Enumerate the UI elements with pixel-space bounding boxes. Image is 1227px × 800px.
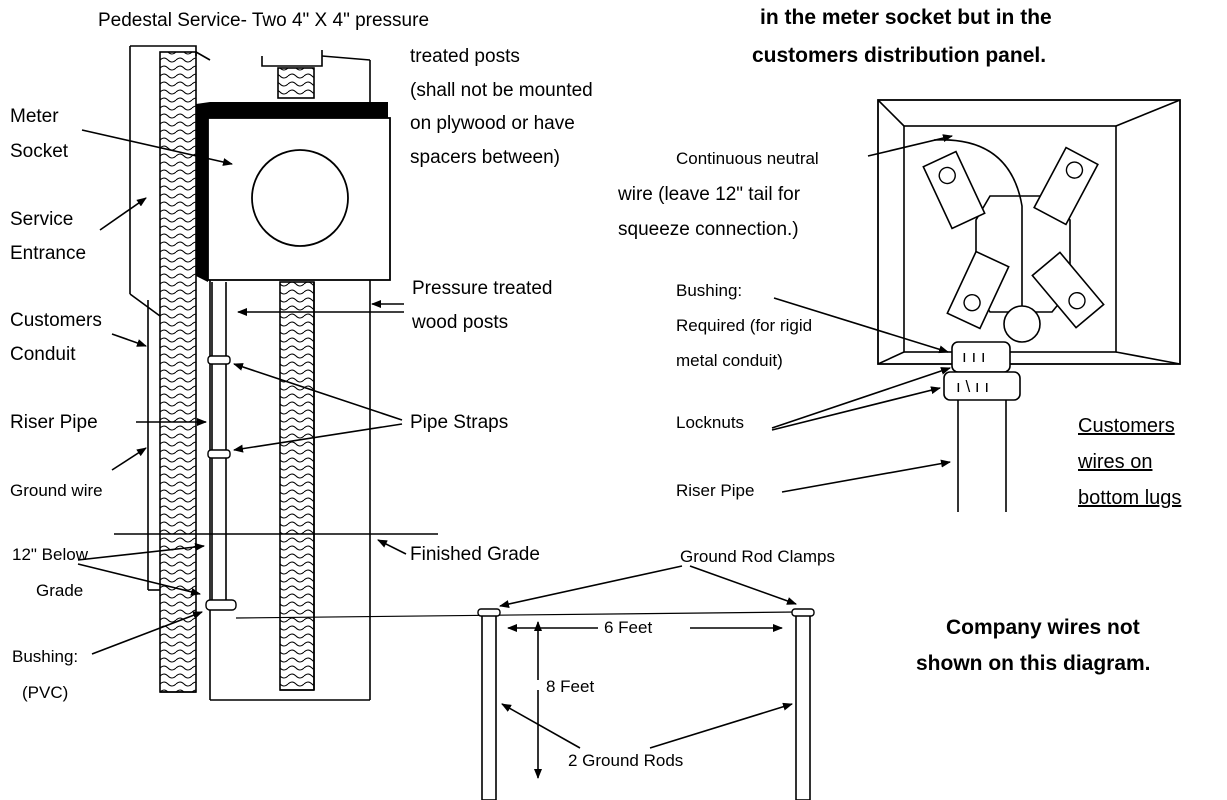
label-entrance: Entrance — [10, 243, 86, 264]
label-riser-pipe: Riser Pipe — [10, 412, 98, 433]
label-conduit: Conduit — [10, 344, 76, 365]
header-note-line1: in the meter socket but in the — [760, 6, 1052, 29]
ground-rod-right — [795, 613, 811, 800]
arrow-continuous-neutral — [867, 134, 953, 157]
label-customers: Customers — [10, 310, 102, 331]
arrow-locknut-1 — [771, 367, 951, 429]
arrow-meter-socket — [81, 129, 233, 166]
arrow-ground-rod-left — [501, 703, 581, 749]
meter-socket-box — [196, 102, 391, 282]
label-ground-rod-clamps: Ground Rod Clamps — [680, 547, 835, 566]
ground-rods — [477, 608, 815, 800]
socket-corner-tl — [877, 99, 905, 127]
arrow-clamp-right — [689, 565, 797, 605]
pipe-strap-lower — [207, 449, 231, 459]
socket-corner-bl — [877, 351, 905, 365]
label-12-below: 12" Below — [12, 545, 89, 564]
label-service: Service — [10, 209, 73, 230]
arrow-pipe-strap-lower — [233, 423, 403, 453]
socket-neutral-lug — [1003, 305, 1041, 343]
left-post-back-bottom — [129, 293, 161, 317]
right-post-top-back — [321, 55, 371, 61]
label-customers-wires-3: bottom lugs — [1078, 487, 1181, 509]
meter-socket-ring — [251, 149, 349, 247]
right-post-hatched-face — [279, 281, 315, 691]
label-squeeze: squeeze connection.) — [618, 219, 799, 240]
ground-wire-line — [235, 611, 797, 619]
right-post-hatched-top — [277, 67, 315, 99]
socket-corner-br — [1115, 351, 1181, 365]
label-locknuts: Locknuts — [676, 413, 744, 432]
arrow-locknut-2 — [771, 386, 941, 431]
arrow-pipe-strap-upper — [233, 363, 403, 421]
label-pvc: (PVC) — [22, 683, 68, 702]
lug-bottom-left — [946, 250, 1010, 330]
ground-rod-clamp-right — [791, 608, 815, 617]
left-post-hatched-face — [159, 51, 197, 693]
label-socket: Socket — [10, 141, 69, 162]
label-six-feet: 6 Feet — [604, 618, 652, 637]
label-pipe-straps: Pipe Straps — [410, 412, 508, 433]
arrow-bushing-pvc — [91, 611, 203, 655]
label-meter: Meter — [10, 106, 59, 127]
ground-rod-clamp-left — [477, 608, 501, 617]
arrow-customers-conduit — [111, 333, 147, 347]
label-wood-posts: wood posts — [411, 312, 508, 333]
label-bushing: Bushing: — [12, 647, 78, 666]
label-bushing-required-3: metal conduit) — [676, 351, 783, 370]
arrow-bushing-required — [773, 297, 949, 354]
label-customers-wires-1: Customers — [1078, 415, 1175, 437]
label-ground-wire: Ground wire — [10, 481, 103, 500]
label-bushing-required-2: Required (for rigid — [676, 316, 812, 335]
socket-detail: ı ı ı ı \ ı ı — [877, 99, 1181, 512]
arrow-ground-rod-right — [649, 702, 793, 749]
lug-top-right — [1033, 146, 1099, 226]
arrow-finished-grade — [377, 539, 407, 555]
right-post-top — [261, 50, 323, 67]
label-customers-wires-2: wires on — [1077, 451, 1152, 473]
label-two-ground-rods: 2 Ground Rods — [568, 751, 683, 770]
arrow-riser-pipe-right — [781, 459, 951, 493]
pedestal-title-line4: on plywood or have — [410, 113, 575, 134]
header-note-line2: customers distribution panel. — [752, 44, 1046, 67]
pedestal-title-line3: (shall not be mounted — [410, 80, 593, 101]
left-post-top-face — [195, 51, 211, 61]
pedestal-posts — [129, 45, 371, 701]
pedestal-title-line5: spacers between) — [410, 147, 560, 168]
arrow-below-grade-2 — [77, 563, 201, 596]
arrow-below-grade-1 — [77, 543, 205, 561]
lug-top-left — [922, 150, 986, 230]
label-pressure-treated: Pressure treated — [412, 278, 552, 299]
label-continuous-neutral: Continuous neutral — [676, 149, 819, 168]
label-riser-pipe-right: Riser Pipe — [676, 481, 754, 500]
label-eight-feet: 8 Feet — [546, 677, 594, 696]
footer-note-line1: Company wires not — [946, 616, 1140, 639]
detail-locknut-ticks: ı \ ı ı — [956, 377, 989, 396]
socket-corner-tr — [1115, 99, 1181, 127]
pedestal-title-line1: Pedestal Service- Two 4" X 4" pressure — [98, 10, 429, 31]
label-bushing-required-1: Bushing: — [676, 281, 742, 300]
arrow-clamp-left — [499, 565, 683, 608]
label-finished-grade: Finished Grade — [410, 544, 540, 565]
arrow-service-entrance — [99, 197, 147, 231]
pipe-strap-upper — [207, 355, 231, 365]
pvc-bushing — [205, 599, 237, 611]
label-wire-leave: wire (leave 12" tail for — [617, 184, 801, 205]
detail-locknut — [943, 371, 1021, 401]
detail-bushing-ticks: ı ı ı — [962, 347, 986, 366]
arrow-ground-wire — [111, 447, 147, 471]
ground-rod-left — [481, 613, 497, 800]
label-grade: Grade — [36, 581, 83, 600]
pedestal-title-line2: treated posts — [410, 46, 520, 67]
riser-pipe — [205, 282, 237, 611]
footer-note-line2: shown on this diagram. — [916, 652, 1151, 675]
lug-bottom-right — [1031, 251, 1105, 329]
